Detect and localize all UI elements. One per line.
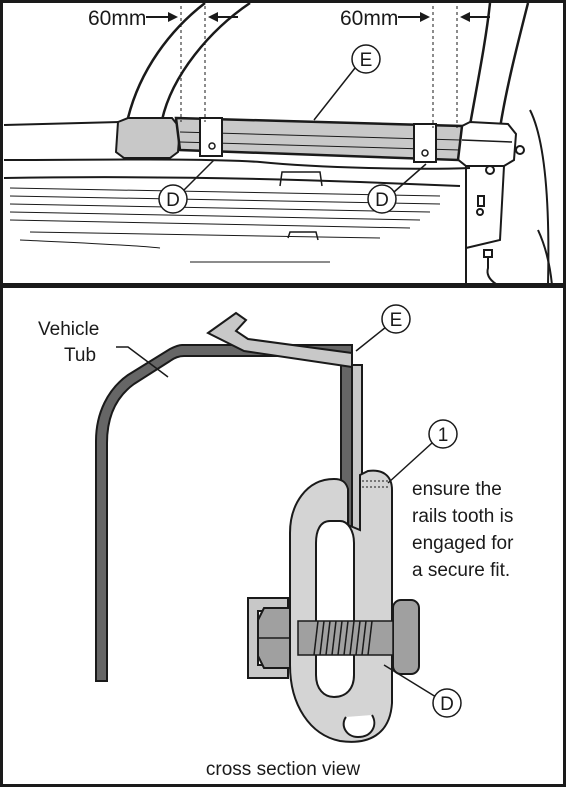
callout-rail-e-label: E: [360, 50, 373, 71]
fit-note-line1: ensure the: [412, 479, 502, 500]
dimension-label-left: 60mm: [88, 7, 146, 30]
nut: [392, 599, 420, 675]
dimension-arrows: [146, 12, 490, 22]
callout-rail-e: E: [313, 44, 381, 121]
callout-clamp-right-label: D: [375, 190, 389, 211]
clamp-inner-slot: [315, 520, 355, 699]
vehicle-tub-label-line2: Tub: [64, 345, 96, 366]
vehicle-tub-label-line1: Vehicle: [38, 319, 99, 340]
callout-clamp-left: D: [158, 159, 215, 214]
callout-tooth-1: 1: [387, 419, 458, 484]
wire-connector: [483, 249, 497, 285]
callout-rail-e-section-label: E: [390, 310, 403, 331]
callout-clamp-d-section: D: [383, 664, 462, 718]
cross-section-caption: cross section view: [206, 759, 360, 780]
rail-part-e: [174, 116, 464, 162]
top-panel-frame: [0, 0, 566, 285]
fit-note-line3: engaged for: [412, 533, 514, 554]
fit-note: ensure the rails tooth is engaged for a …: [412, 479, 514, 581]
rail-tooth-highlight: [362, 480, 390, 488]
fit-note-line4: a secure fit.: [412, 560, 510, 581]
dimension-label-right: 60mm: [340, 7, 398, 30]
fit-note-line2: rails tooth is: [412, 506, 513, 527]
tub-bed-lines: [3, 121, 471, 187]
cross-section-view: Vehicle Tub E 1 ensure the rails tooth i…: [0, 285, 566, 787]
callout-clamp-left-label: D: [166, 190, 180, 211]
tub-ridges: [9, 187, 441, 263]
top-view-illustration: 60mm 60mm E D D: [0, 0, 566, 285]
callout-clamp-d-section-label: D: [440, 694, 454, 715]
cross-section-illustration: Vehicle Tub E 1 ensure the rails tooth i…: [0, 285, 566, 787]
threaded-bolt: [297, 620, 394, 656]
bottom-panel-frame: [0, 285, 566, 787]
right-side-panel: [465, 109, 553, 285]
dimension-guides: [180, 6, 458, 128]
clamp-left: [199, 117, 223, 157]
clamp-right: [413, 123, 437, 163]
right-roll-bar: [468, 2, 530, 129]
callout-clamp-right: D: [367, 163, 427, 214]
tub-bumps: [279, 171, 323, 241]
rail-profile-e: [206, 311, 363, 551]
left-post-base: [114, 117, 182, 159]
right-post-collar: [454, 120, 518, 167]
callout-tooth-1-label: 1: [438, 425, 449, 446]
top-installation-view: 60mm 60mm E D D: [0, 0, 566, 285]
left-roll-bar: [126, 1, 251, 121]
callout-rail-e-section: E: [355, 304, 411, 352]
vehicle-tub-leader: [116, 346, 169, 378]
clamp-hook: [342, 714, 376, 739]
